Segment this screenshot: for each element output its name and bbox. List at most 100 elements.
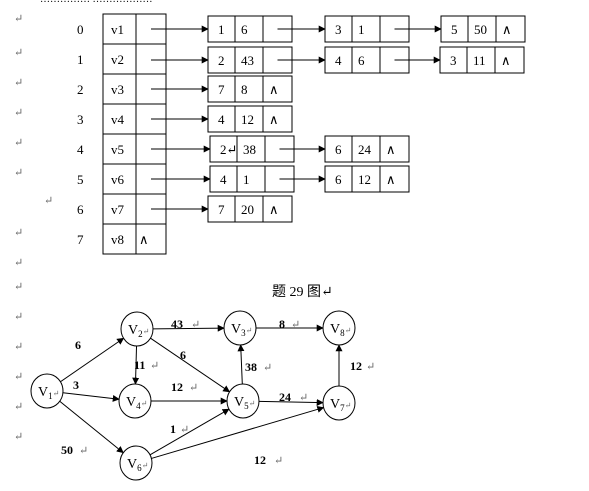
edge-weight-label: 12	[171, 380, 183, 394]
node-label: V5↵	[234, 395, 255, 411]
node-label-base: V	[127, 457, 137, 472]
edge-arrow	[151, 405, 325, 459]
margin-mark: ↵	[14, 311, 23, 323]
graph-node-V2: V2↵	[120, 311, 154, 347]
weighted-digraph: 6350↵43↵11↵68↵12↵38↵24↵1↵12↵12↵V1↵V2↵V3↵…	[30, 310, 375, 481]
graph-node-V4: V4↵	[118, 383, 152, 419]
margin-mark: ↵	[14, 13, 23, 25]
edge-V6-V5: 1↵	[149, 408, 230, 456]
edge-V1-V4: 3	[62, 378, 120, 402]
edge-weight: 11	[473, 53, 486, 68]
margin-mark: ↵	[14, 47, 23, 59]
node-label-base: V	[231, 322, 241, 337]
graph-node-V3: V3↵	[223, 310, 257, 346]
vertex-label: v6	[111, 172, 125, 187]
edge-arrow	[60, 337, 125, 383]
node-label-subscript: 2	[138, 329, 143, 339]
edge-node	[207, 195, 293, 223]
figure-caption: 题 29 图↵	[272, 285, 333, 300]
margin-mark: ↵	[14, 281, 23, 293]
node-label-mark: ↵	[345, 326, 352, 335]
edge-V5-V7: 24↵	[258, 390, 324, 407]
edge-node	[207, 105, 293, 133]
null-pointer: ∧	[139, 232, 149, 247]
edge-weight-label: 43	[171, 317, 183, 331]
node-label-mark: ↵	[345, 401, 352, 410]
edge-arrow	[237, 344, 245, 385]
edge-weight-mark: ↵	[189, 382, 198, 394]
node-label-subscript: 5	[244, 401, 249, 411]
graph-node-V6: V6↵	[119, 445, 153, 481]
edge-weight-label: 38	[245, 360, 257, 374]
margin-mark: ↵	[14, 107, 23, 119]
graph-node-V7: V7↵	[322, 385, 356, 421]
edge-weight-label: 11	[134, 358, 145, 372]
edge-arrow	[149, 408, 230, 456]
node-label-subscript: 7	[340, 403, 345, 413]
edge-V2-V5: 6	[150, 337, 231, 393]
edge-weight-label: 24	[279, 390, 291, 404]
node-circle	[223, 310, 257, 346]
edge-weight-label: 3	[73, 378, 79, 392]
vertex-index: 4	[77, 142, 84, 157]
margin-mark: ↵	[14, 227, 23, 239]
node-circle	[322, 310, 356, 346]
edge-weight-mark: ↵	[366, 361, 375, 373]
node-circle	[226, 383, 260, 419]
node-label: V3↵	[231, 322, 252, 338]
null-pointer: ∧	[501, 53, 511, 68]
node-label-base: V	[126, 395, 136, 410]
vertex-index: 2	[77, 82, 84, 97]
edge-weight: 24	[358, 142, 372, 157]
edge-V6-V7: 12↵	[151, 405, 325, 467]
graph-node-V1: V1↵	[30, 373, 64, 409]
edge-arrow	[150, 337, 231, 393]
node-label-mark: ↵	[53, 389, 60, 398]
edge-arrow	[258, 399, 324, 407]
vertex-index: 0	[77, 22, 84, 37]
edge-node	[324, 165, 410, 193]
adjacent-vertex: 3	[450, 53, 457, 68]
null-pointer: ∧	[386, 172, 396, 187]
node-label: V6↵	[127, 457, 148, 473]
edge-node	[207, 75, 293, 103]
margin-paragraph-marks: ↵↵↵↵↵↵↵↵↵↵↵↵↵↵↵	[14, 13, 53, 443]
edge-weight: 50	[474, 22, 487, 37]
edge-arrow	[152, 324, 225, 332]
edge-weight: 6	[241, 22, 248, 37]
vertex-label: v4	[111, 112, 125, 127]
null-pointer: ∧	[502, 22, 512, 37]
vertex-label: v8	[111, 232, 124, 247]
edge-V1-V2: 6	[60, 337, 125, 383]
node-label: V2↵	[128, 323, 149, 339]
node-label-mark: ↵	[142, 461, 149, 470]
node-label-subscript: 8	[340, 328, 345, 338]
edge-weight: 20	[241, 202, 254, 217]
node-label-base: V	[38, 385, 48, 400]
edge-weight-mark: ↵	[191, 319, 200, 331]
edge-weight: 12	[241, 112, 254, 127]
edge-node	[439, 46, 525, 74]
edge-weight: 38	[243, 142, 256, 157]
node-label: V1↵	[38, 385, 59, 401]
edge-weight-label: 6	[75, 338, 81, 352]
vertex-label: v2	[111, 52, 124, 67]
edge-weight-mark: ↵	[291, 319, 300, 331]
edge-arrow	[59, 400, 124, 454]
edge-weight-label: 6	[180, 348, 186, 362]
margin-mark: ↵	[14, 137, 23, 149]
edge-weight-label: 1	[170, 422, 176, 436]
node-circle	[118, 383, 152, 419]
edge-node	[324, 135, 410, 163]
edge-weight-label: 12	[350, 359, 362, 373]
node-label-base: V	[128, 323, 138, 338]
adjacent-vertex: 4	[335, 53, 342, 68]
margin-mark: ↵	[44, 195, 53, 207]
node-label-base: V	[330, 397, 340, 412]
